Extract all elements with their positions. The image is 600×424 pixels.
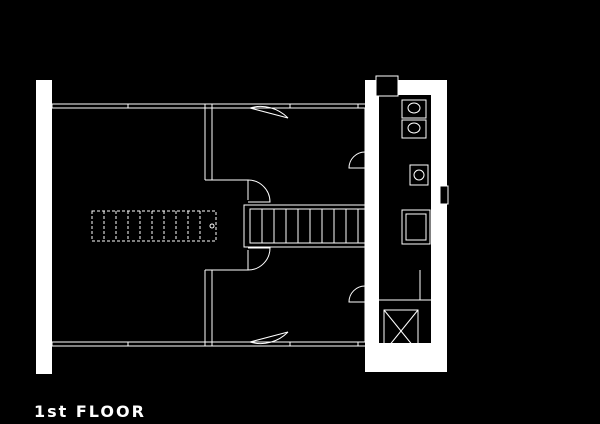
left-exterior-wall xyxy=(36,80,52,374)
floor-label: 1st FLOOR xyxy=(34,402,146,421)
door-swing-icon xyxy=(247,247,271,271)
bottom-window-band xyxy=(51,341,365,347)
staircase-icon xyxy=(243,204,373,248)
toilet-icon xyxy=(401,99,427,139)
door-swing-icon xyxy=(249,105,289,345)
door-swing-icon xyxy=(348,285,366,303)
interior-walls xyxy=(204,108,373,342)
top-window-band xyxy=(51,103,365,109)
side-window xyxy=(439,185,449,205)
stair-post xyxy=(209,223,215,229)
shaft-icon xyxy=(383,309,419,353)
right-wing-exterior-wall xyxy=(365,80,447,372)
staircase-icon xyxy=(91,210,217,242)
kitchen-counter xyxy=(401,209,431,245)
door-swing-icon xyxy=(348,151,366,169)
sink-icon xyxy=(409,164,429,186)
door-swing-icon xyxy=(247,179,271,203)
stair-shaft-wall xyxy=(375,75,399,97)
